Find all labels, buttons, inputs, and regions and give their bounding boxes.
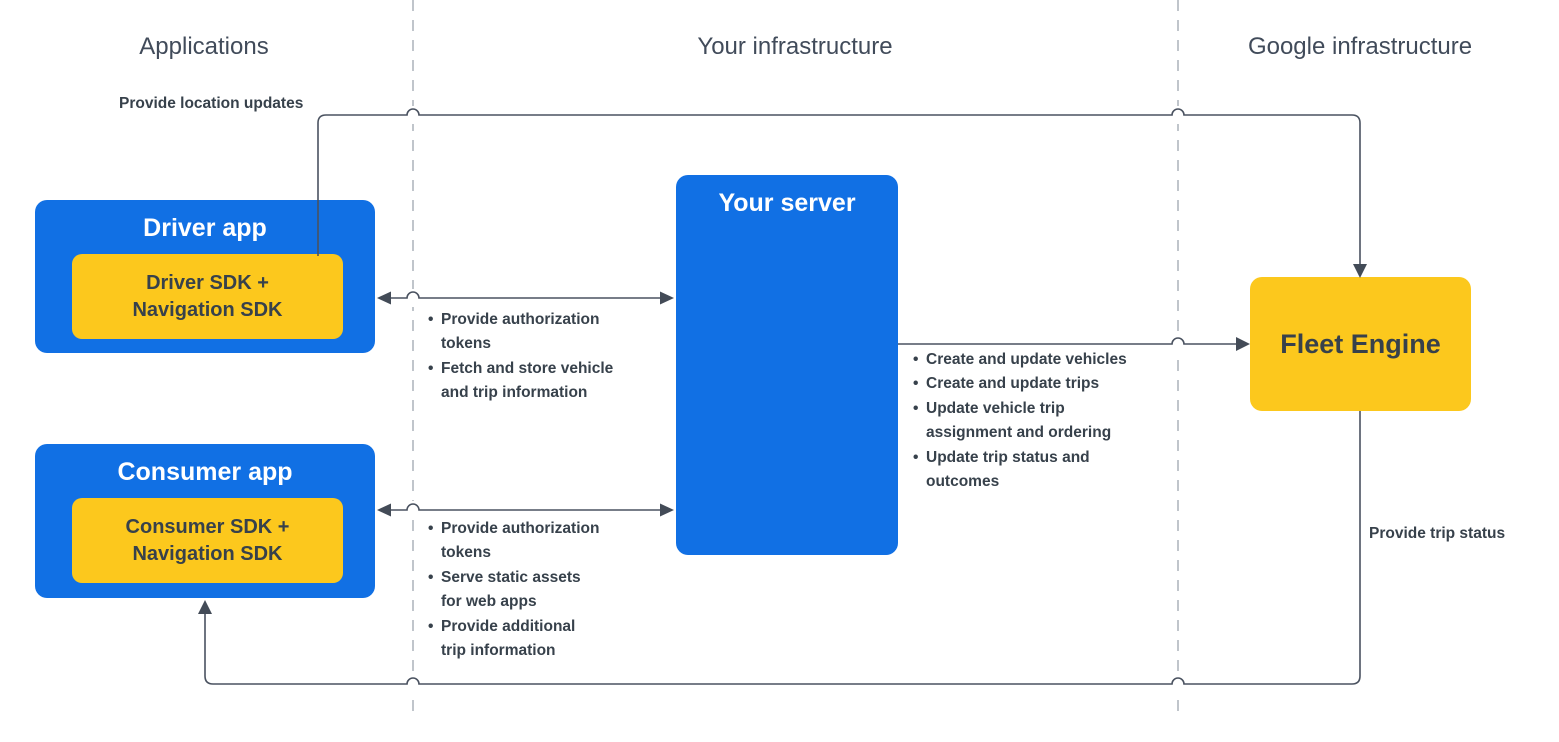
- edge-server-fleet: [898, 337, 1238, 345]
- driver-app-title: Driver app: [143, 214, 267, 242]
- edge-note-item: Provide authorization tokens: [428, 517, 648, 566]
- arrowhead-into-fleet-engine-top: [1353, 264, 1367, 278]
- consumer-app-title: Consumer app: [117, 458, 293, 486]
- your-server-title: Your server: [718, 189, 856, 217]
- consumer-sdk-line-1: Consumer SDK +: [125, 515, 290, 538]
- driver-sdk-line-1: Driver SDK +: [146, 271, 269, 294]
- edge-consumer-server: [389, 503, 662, 511]
- edge-label-provide-location-updates: Provide location updates: [119, 95, 304, 112]
- fleet-engine-title: Fleet Engine: [1280, 328, 1441, 359]
- arrowhead-into-fleet-engine-left: [1236, 337, 1250, 351]
- column-header-applications: Applications: [139, 33, 269, 60]
- arrowhead-into-consumer-app: [377, 503, 391, 517]
- arrowhead-into-driver-app: [377, 291, 391, 305]
- driver-sdk-node: Driver SDK + Navigation SDK: [72, 254, 343, 339]
- arrowhead-into-your-server-upper: [660, 291, 674, 305]
- column-header-your-infrastructure: Your infrastructure: [697, 33, 893, 60]
- consumer-sdk-node: Consumer SDK + Navigation SDK: [72, 498, 343, 583]
- edge-driver-server: [389, 291, 662, 299]
- edge-note-item: Create and update vehicles: [913, 348, 1178, 373]
- edge-notes-consumer-server: Provide authorization tokens Serve stati…: [428, 517, 648, 663]
- edge-note-item: Provide additional trip information: [428, 615, 648, 664]
- edge-note-item: Create and update trips: [913, 372, 1178, 397]
- edge-notes-server-fleet: Create and update vehicles Create and up…: [913, 348, 1178, 494]
- driver-sdk-line-2: Navigation SDK: [132, 298, 283, 321]
- edge-label-provide-trip-status: Provide trip status: [1369, 525, 1506, 542]
- driver-app-node: Driver app Driver SDK + Navigation SDK: [35, 200, 375, 353]
- edge-note-item: Provide authorization tokens: [428, 308, 658, 357]
- consumer-sdk-line-2: Navigation SDK: [132, 542, 283, 565]
- arrowhead-into-your-server-lower: [660, 503, 674, 517]
- fleet-engine-node: Fleet Engine: [1250, 277, 1471, 411]
- edge-note-item: Update trip status and outcomes: [913, 446, 1178, 495]
- your-server-node: Your server: [676, 175, 898, 555]
- edge-note-item: Fetch and store vehicle and trip informa…: [428, 357, 658, 406]
- edge-note-item: Update vehicle trip assignment and order…: [913, 397, 1178, 446]
- arrowhead-into-consumer-app-bottom: [198, 600, 212, 614]
- edge-notes-driver-server: Provide authorization tokens Fetch and s…: [428, 308, 658, 406]
- column-header-google-infrastructure: Google infrastructure: [1247, 33, 1473, 60]
- consumer-app-node: Consumer app Consumer SDK + Navigation S…: [35, 444, 375, 598]
- edge-note-item: Serve static assets for web apps: [428, 566, 648, 615]
